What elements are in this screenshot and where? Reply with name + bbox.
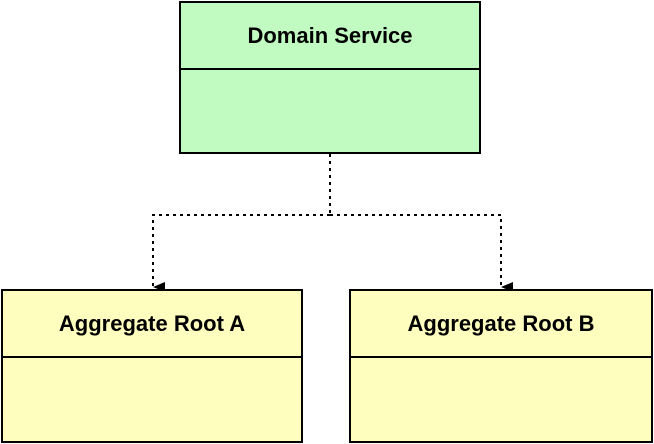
domain-service-title: Domain Service — [181, 3, 479, 70]
aggregate-root-a-box[interactable]: Aggregate Root A — [1, 289, 303, 443]
aggregate-root-b-box[interactable]: Aggregate Root B — [349, 289, 653, 443]
aggregate-root-b-title: Aggregate Root B — [351, 291, 651, 358]
domain-service-box[interactable]: Domain Service — [179, 1, 481, 154]
connector-to-aggregate-root-a — [152, 214, 330, 292]
connector-to-aggregate-root-b — [330, 214, 513, 292]
aggregate-root-a-title: Aggregate Root A — [3, 291, 301, 358]
